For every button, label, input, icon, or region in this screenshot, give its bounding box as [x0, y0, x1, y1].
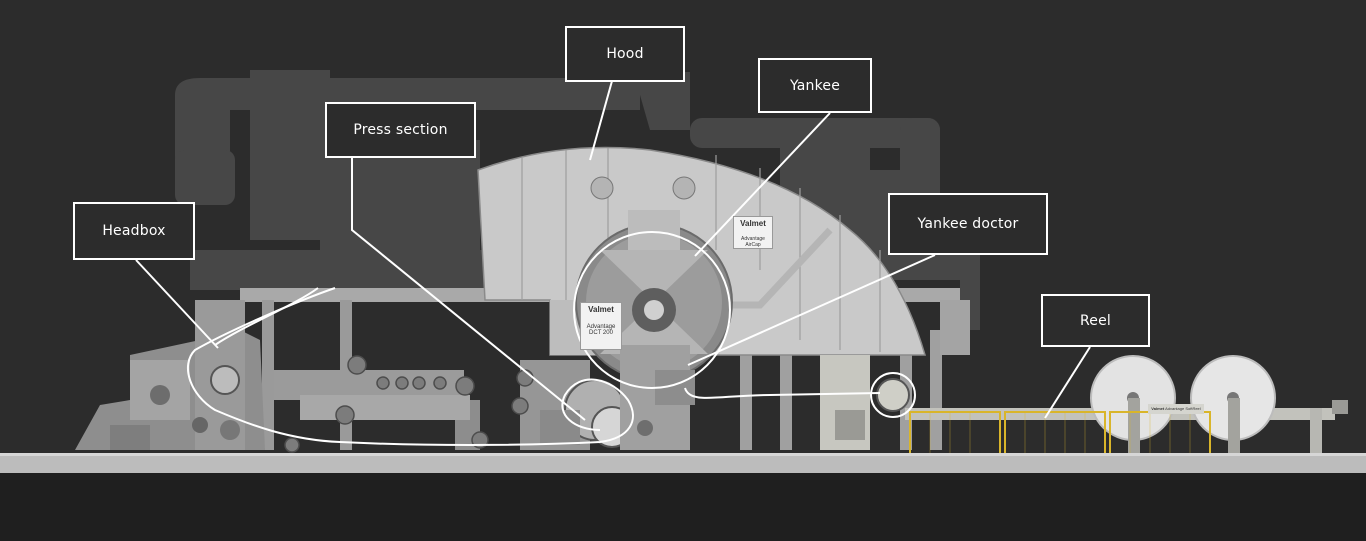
yankee-doctor-label: Yankee doctor [888, 193, 1048, 255]
reel-label: Reel [1041, 294, 1150, 347]
valmet-logo-text: Valmet [740, 219, 766, 228]
floor [0, 453, 1366, 473]
yankee-cylinder [575, 210, 733, 450]
yankee-brand-badge: Valmet Advantage DCT 200 [580, 302, 622, 350]
hood-label: Hood [565, 26, 685, 82]
yankee-highlight-circle [573, 231, 731, 389]
press-section [274, 355, 633, 453]
yankee-badge-line1: Advantage [586, 324, 616, 330]
reel-drum-highlight-circle [870, 372, 916, 418]
valmet-logo-text: Valmet [588, 305, 614, 314]
callout-lines [135, 80, 1091, 421]
yankee-badge-line2: DCT 200 [589, 330, 613, 336]
reel-brand-badge: Valmet Advantage SoftReel [1148, 404, 1204, 414]
hood-brand-badge: Valmet Advantage AirCap [733, 216, 773, 249]
yankee-label: Yankee [758, 58, 872, 113]
hood-badge-sub: Advantage AirCap [741, 236, 765, 248]
press-section-label: Press section [325, 102, 476, 158]
headbox-section [75, 300, 265, 450]
valmet-logo-text: Valmet [1151, 406, 1165, 411]
felt-loop-path [186, 287, 881, 446]
headbox-label: Headbox [73, 202, 195, 260]
reel-badge-sub: Advantage SoftReel [1165, 406, 1201, 411]
